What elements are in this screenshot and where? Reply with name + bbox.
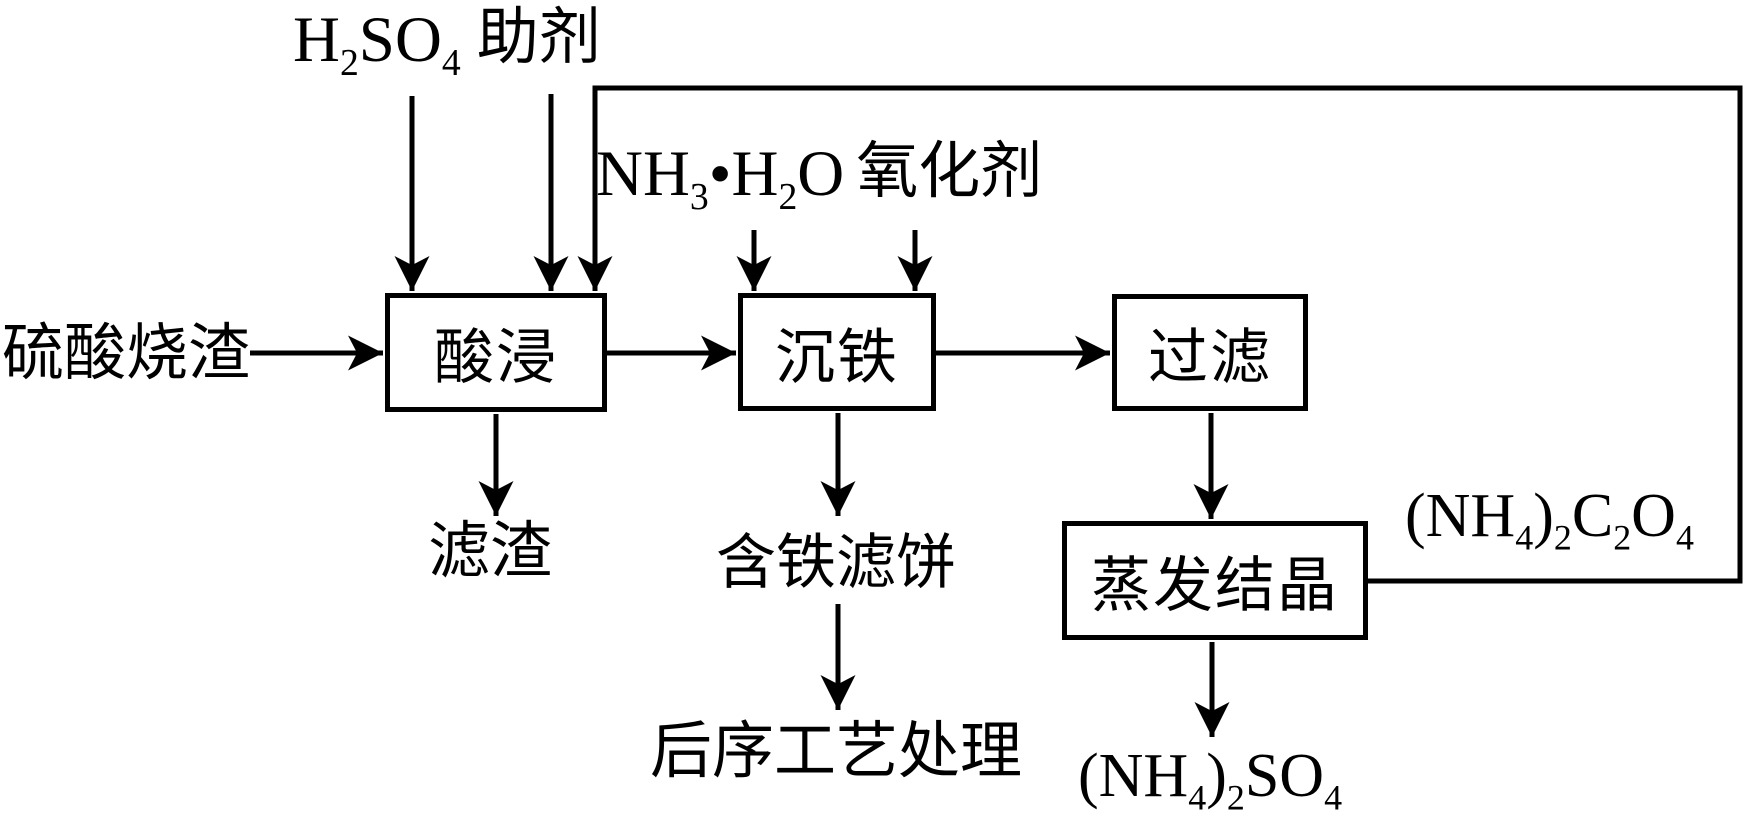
process-box-filtration-label: 过滤 <box>1148 325 1272 391</box>
ammonium-oxalate-label: (NH4)2C2O4 <box>1405 482 1694 558</box>
leach-residue-label: 滤渣 <box>428 518 553 586</box>
feed-label: 硫酸烧渣 <box>2 320 251 388</box>
process-box-iron-precipitation: 沉铁 <box>738 293 936 411</box>
recycle-loop-evaporation-to-acid-leach <box>577 85 1743 584</box>
process-box-filtration: 过滤 <box>1112 294 1308 411</box>
process-box-acid-leach: 酸浸 <box>385 293 607 412</box>
ammonium-sulfate-label: (NH4)2SO4 <box>1078 742 1343 818</box>
auxiliary-agent-label: 助剂 <box>476 4 601 72</box>
process-box-iron-precipitation-label: 沉铁 <box>775 324 899 391</box>
process-box-acid-leach-label: 酸浸 <box>434 325 558 391</box>
process-box-evaporation-crystallization-label: 蒸发结晶 <box>1091 553 1339 619</box>
ammonia-water-label: NH3•H2O <box>596 138 845 218</box>
process-box-evaporation-crystallization: 蒸发结晶 <box>1062 521 1368 640</box>
oxidant-label: 氧化剂 <box>856 138 1043 206</box>
input-label-row-middle: NH3•H2O 氧化剂 <box>596 138 1042 218</box>
post-treatment-label: 后序工艺处理 <box>650 718 1023 786</box>
sulfuric-acid-label: H2SO4 <box>293 4 461 84</box>
input-label-row-top: H2SO4 助剂 <box>293 4 601 84</box>
iron-filter-cake-label: 含铁滤饼 <box>716 530 956 596</box>
